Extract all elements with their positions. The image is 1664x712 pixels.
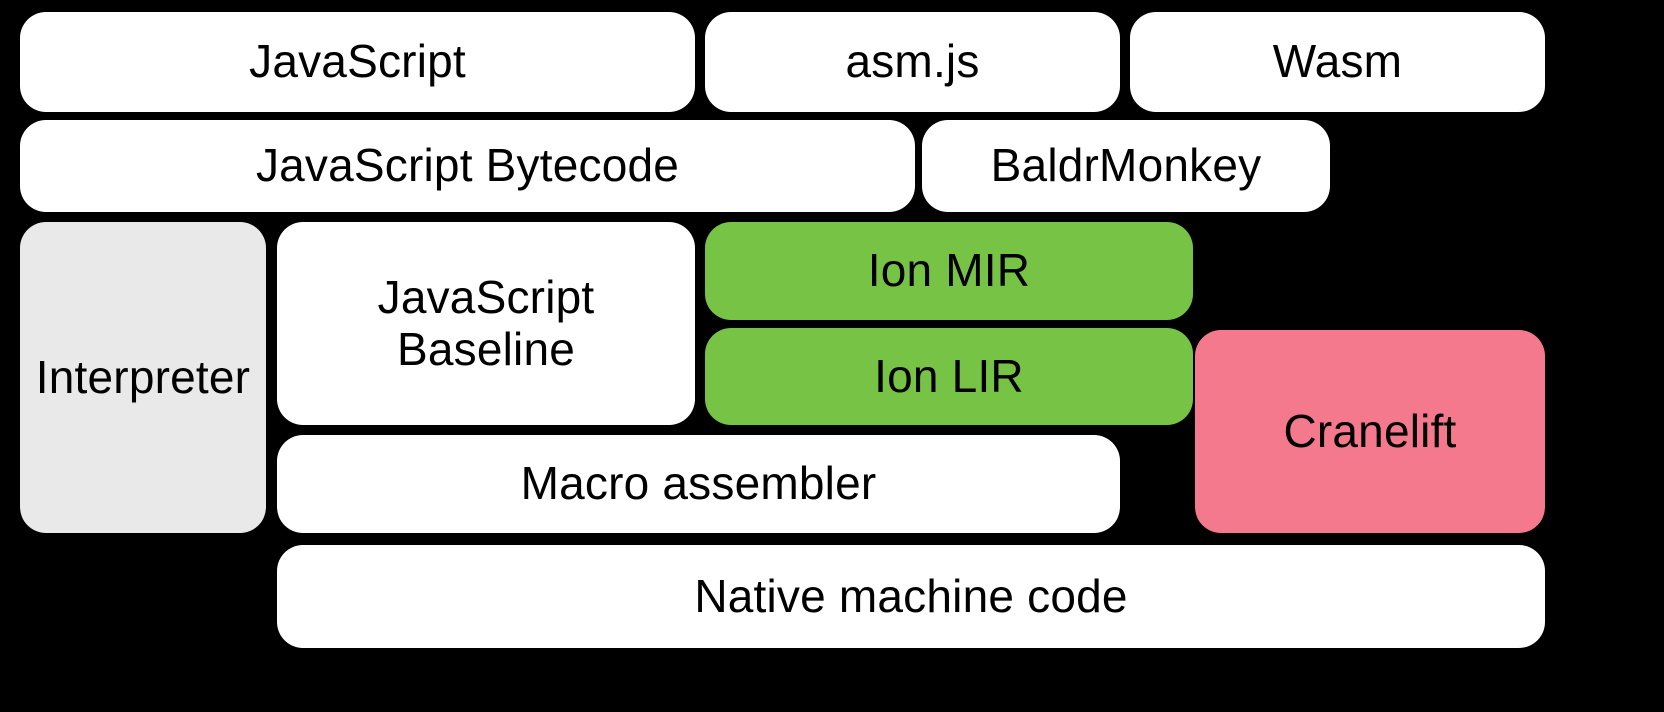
node-ion-mir[interactable]: Ion MIR	[705, 222, 1193, 320]
node-macro-assembler[interactable]: Macro assembler	[277, 435, 1120, 533]
node-javascript-bytecode[interactable]: JavaScript Bytecode	[20, 120, 915, 212]
node-baldrmonkey[interactable]: BaldrMonkey	[922, 120, 1330, 212]
node-ion-lir[interactable]: Ion LIR	[705, 328, 1193, 425]
node-javascript[interactable]: JavaScript	[20, 12, 695, 112]
node-javascript-baseline[interactable]: JavaScript Baseline	[277, 222, 695, 425]
node-native-machine-code[interactable]: Native machine code	[277, 545, 1545, 648]
node-cranelift[interactable]: Cranelift	[1195, 330, 1545, 533]
node-wasm[interactable]: Wasm	[1130, 12, 1545, 112]
node-asmjs[interactable]: asm.js	[705, 12, 1120, 112]
node-interpreter[interactable]: Interpreter	[20, 222, 266, 533]
